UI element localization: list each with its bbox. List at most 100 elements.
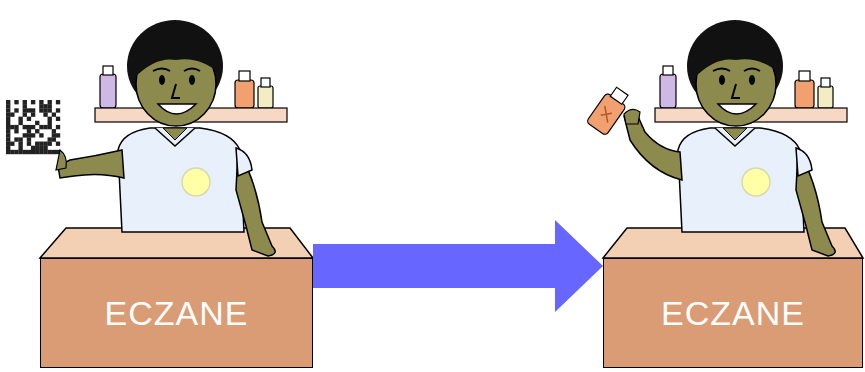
qr-cell (31, 150, 35, 154)
qr-cell (48, 150, 52, 154)
qr-cell (48, 142, 52, 146)
qr-cell (6, 150, 10, 154)
qr-cell (23, 125, 27, 129)
qr-cell (31, 100, 35, 104)
qr-cell (35, 150, 39, 154)
qr-cell (23, 150, 27, 154)
qr-cell (43, 108, 47, 112)
qr-cell (39, 146, 43, 150)
pharmacist-figure (655, 20, 847, 256)
qr-cell (6, 104, 10, 108)
qr-cell (56, 125, 60, 129)
qr-cell (43, 125, 47, 129)
qr-cell (23, 104, 27, 108)
qr-cell (31, 125, 35, 129)
qr-cell (56, 117, 60, 121)
qr-cell (18, 150, 22, 154)
qr-cell (52, 112, 56, 116)
qr-cell (52, 150, 56, 154)
qr-cell (48, 121, 52, 125)
medicine-bottle (586, 84, 632, 135)
qr-cell (6, 117, 10, 121)
qr-cell (27, 142, 31, 146)
qr-cell (31, 112, 35, 116)
qr-cell (56, 142, 60, 146)
qr-cell (14, 137, 18, 141)
qr-cell (43, 150, 47, 154)
qr-cell (14, 100, 18, 104)
qr-cell (18, 121, 22, 125)
pharmacist-figure (95, 20, 287, 256)
qr-cell (6, 125, 10, 129)
qr-cell (6, 108, 10, 112)
counter-label: ECZANE (661, 294, 805, 333)
qr-cell (6, 129, 10, 133)
qr-cell (6, 100, 10, 104)
qr-cell (10, 112, 14, 116)
qr-cell (35, 129, 39, 133)
qr-cell (27, 117, 31, 121)
qr-code (6, 100, 60, 154)
qr-cell (14, 125, 18, 129)
qr-cell (31, 133, 35, 137)
qr-cell (27, 150, 31, 154)
qr-cell (27, 125, 31, 129)
qr-cell (48, 104, 52, 108)
qr-cell (56, 133, 60, 137)
qr-cell (48, 100, 52, 104)
qr-cell (39, 125, 43, 129)
pharmacy-counter: ECZANE (603, 258, 863, 368)
qr-cell (27, 129, 31, 133)
qr-cell (31, 146, 35, 150)
arm (58, 150, 124, 178)
counter-label: ECZANE (105, 294, 249, 333)
qr-cell (39, 100, 43, 104)
qr-cell (27, 108, 31, 112)
flow-arrow (313, 220, 603, 312)
qr-cell (35, 142, 39, 146)
qr-cell (35, 146, 39, 150)
qr-cell (10, 150, 14, 154)
qr-cell (39, 142, 43, 146)
hand (624, 109, 640, 124)
qr-cell (27, 137, 31, 141)
qr-cell (52, 133, 56, 137)
qr-cell (43, 112, 47, 116)
qr-cell (48, 117, 52, 121)
qr-cell (35, 121, 39, 125)
qr-cell (18, 142, 22, 146)
qr-cell (18, 146, 22, 150)
qr-cell (23, 112, 27, 116)
qr-cell (48, 137, 52, 141)
qr-cell (14, 150, 18, 154)
qr-cell (14, 108, 18, 112)
qr-cell (43, 146, 47, 150)
qr-cell (14, 129, 18, 133)
qr-cell (39, 108, 43, 112)
qr-cell (39, 150, 43, 154)
qr-cell (56, 100, 60, 104)
qr-ground (6, 100, 60, 154)
qr-cell (6, 121, 10, 125)
qr-cell (6, 142, 10, 146)
qr-cell (23, 108, 27, 112)
qr-cell (39, 104, 43, 108)
qr-cell (56, 108, 60, 112)
qr-cell (6, 146, 10, 150)
qr-cell (18, 117, 22, 121)
qr-cell (6, 112, 10, 116)
qr-cell (43, 142, 47, 146)
qr-cell (6, 137, 10, 141)
qr-cell (23, 100, 27, 104)
qr-cell (23, 133, 27, 137)
qr-cell (52, 129, 56, 133)
pharmacy-counter: ECZANE (40, 258, 313, 368)
qr-cell (6, 133, 10, 137)
qr-cell (39, 133, 43, 137)
qr-cell (10, 125, 14, 129)
qr-cell (31, 108, 35, 112)
hand (56, 150, 66, 170)
qr-cell (48, 125, 52, 129)
qr-cell (18, 137, 22, 141)
